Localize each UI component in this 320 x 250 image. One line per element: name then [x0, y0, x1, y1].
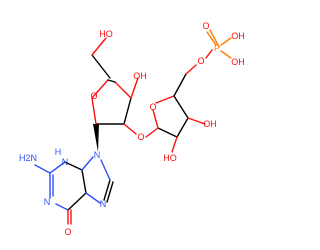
bond-c4-c5 [91, 54, 111, 79]
bond-c3-c4 [114, 81, 132, 99]
oh-3p-label: OH [133, 71, 147, 81]
bond-c2-o [123, 123, 137, 135]
oh-b-label: OH [203, 119, 217, 129]
p-double-o-label: O [202, 21, 209, 31]
p-oh2-label: OH [231, 57, 245, 67]
bond-c1b-c2b [157, 127, 178, 138]
bond-p-o-double2 [209, 29, 220, 48]
glycosidic-bonds [123, 123, 159, 138]
bond-p-oh2 [220, 50, 232, 59]
guanine-bonds [34, 156, 114, 225]
bond-o-p [205, 49, 213, 59]
n1-label: N [44, 197, 51, 207]
bond-n7-c8-double [106, 181, 114, 203]
bond-c5-n7 [85, 192, 101, 204]
bond-c5-oh [91, 37, 107, 56]
chemical-structure: H2N H N N N N O O HO OH O O HO OH O P O … [19, 21, 245, 237]
atom-labels: H2N H N N N N O O HO OH O O HO OH O P O … [19, 21, 245, 237]
bond-c1-o [91, 97, 97, 125]
bond-c2-c3 [123, 97, 132, 125]
o-phosphate-ester-label: O [197, 56, 204, 66]
glycosidic-o-label: O [137, 132, 144, 142]
bond-o-c4 [91, 79, 109, 99]
bond-c3b-c4b [173, 95, 189, 119]
bond-c2b-c3b [176, 117, 189, 138]
n7-label: N [100, 199, 107, 209]
ribose2-bonds [152, 29, 232, 153]
ring-o1-label: O [90, 91, 97, 101]
bond-c4-c4b [107, 79, 116, 83]
bond-o-c1b [145, 127, 159, 138]
bond-c5-c6 [67, 192, 87, 211]
bond-n3-c4 [64, 161, 83, 171]
ring-o2-label: O [149, 102, 156, 112]
bond-c4-n9 [81, 156, 94, 171]
h-label: H [55, 147, 62, 157]
bond-c3-oh [130, 77, 139, 99]
n9-label: N [94, 150, 101, 160]
bond-c6-n1 [55, 203, 69, 211]
phosphorus-label: P [214, 43, 220, 53]
bond-c3b-oh [187, 117, 206, 125]
bond-c5b-o [185, 64, 197, 75]
bond-c2b-oh [171, 136, 178, 153]
bond-c2-nh2 [34, 164, 51, 174]
wedge-n9-c1 [93, 124, 99, 152]
bond-c4b-c5b [173, 73, 187, 97]
p-oh1-label: OH [231, 31, 245, 41]
carbonyl-o-label: O [64, 227, 71, 237]
bond-p-oh1 [220, 37, 232, 46]
bond-c4-c5 [81, 169, 87, 194]
bond-c4b-o [155, 95, 175, 104]
bond-n7-c8 [103, 179, 111, 201]
bond-p-o-double [206, 31, 217, 46]
bond-o-c1b-ring [152, 109, 159, 129]
ribose1-bonds [91, 37, 139, 152]
oh-a-label: HO [163, 153, 177, 163]
n3-label: N [62, 157, 69, 167]
bond-c8-n9 [100, 159, 111, 181]
bond-c2-n3 [49, 161, 66, 174]
amino-label: H2N [19, 153, 37, 163]
hoch2-label: HO [99, 29, 113, 39]
